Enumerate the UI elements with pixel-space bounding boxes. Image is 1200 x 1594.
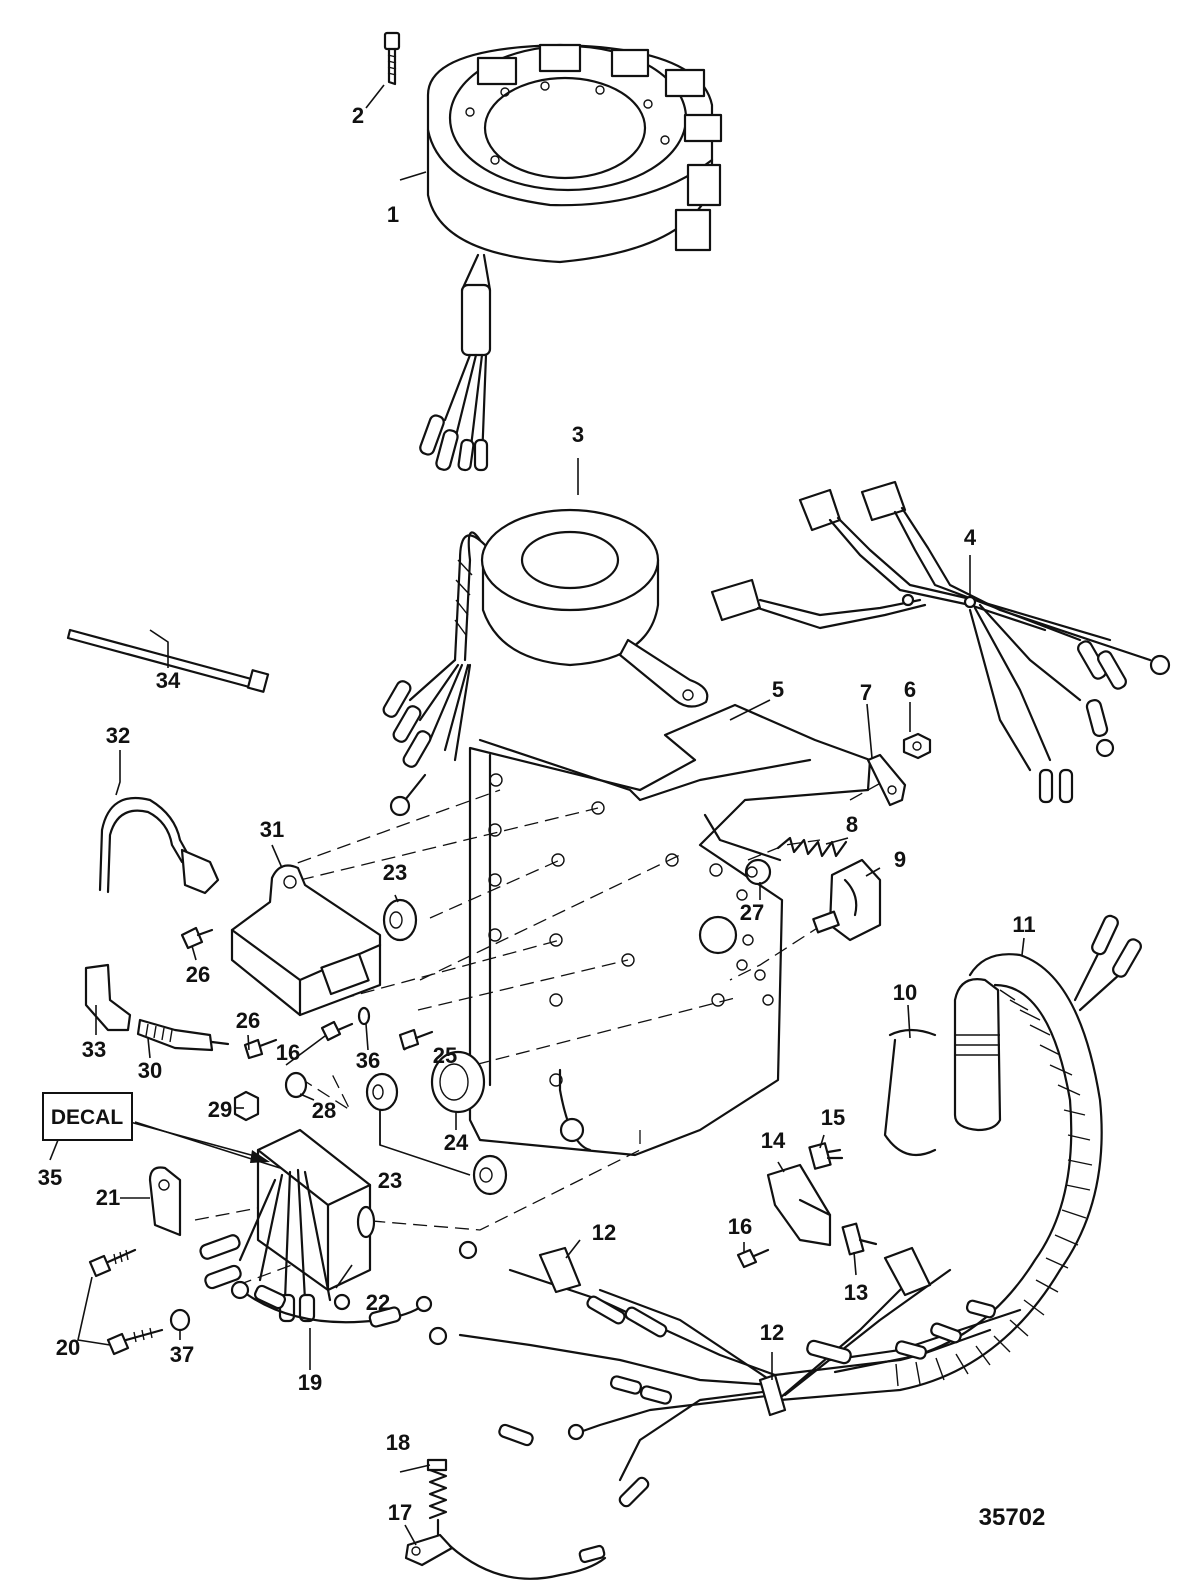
decal-box xyxy=(42,1092,133,1141)
decal-arrowhead xyxy=(250,1150,270,1163)
harness-part-4 xyxy=(710,480,1171,804)
callout-8: 8 xyxy=(846,812,858,837)
nut-part-29 xyxy=(233,1090,260,1122)
grommet-part-23a xyxy=(382,898,418,942)
plug-boot-part-33 xyxy=(84,963,132,1032)
plug-wire-part-32 xyxy=(98,796,220,895)
callout-31: 31 xyxy=(260,817,284,842)
switch-part-9 xyxy=(812,858,882,942)
screw-part-26a xyxy=(180,926,214,950)
leader-35 xyxy=(49,1139,59,1161)
callout-12-bottom: 12 xyxy=(760,1320,784,1345)
callout-10: 10 xyxy=(893,980,917,1005)
decal-arrow-line xyxy=(129,1121,263,1159)
callout-28: 28 xyxy=(312,1098,336,1123)
clip-part-7 xyxy=(866,753,907,807)
callout-1: 1 xyxy=(387,202,399,227)
callout-23-bottom: 23 xyxy=(378,1168,402,1193)
connector-part-12b xyxy=(758,1373,787,1417)
screw-part-20b xyxy=(106,1327,164,1356)
callout-32: 32 xyxy=(106,723,130,748)
callout-4: 4 xyxy=(964,525,977,550)
cdm-module-part-22 xyxy=(199,1128,376,1323)
callout-2: 2 xyxy=(352,103,364,128)
callout-numbers: 2 1 3 4 34 5 6 7 8 9 27 11 10 32 31 23 2… xyxy=(38,103,1036,1525)
callout-21: 21 xyxy=(96,1185,120,1210)
spring-part-8 xyxy=(776,836,848,858)
callout-30: 30 xyxy=(138,1058,162,1083)
callout-26-bottom: 26 xyxy=(236,1008,260,1033)
cable-tie-part-34 xyxy=(66,628,270,693)
callout-13: 13 xyxy=(844,1280,868,1305)
callout-22: 22 xyxy=(366,1290,390,1315)
fuse-holder-part-14 xyxy=(766,1163,832,1247)
washer-part-36 xyxy=(357,1006,371,1026)
callout-37: 37 xyxy=(170,1342,194,1367)
ground-lead-part-19 xyxy=(230,1280,433,1328)
callout-20: 20 xyxy=(56,1335,80,1360)
connector-part-12a xyxy=(538,1246,582,1294)
spring-part-18 xyxy=(426,1458,448,1537)
decal-label: DECAL xyxy=(51,1106,124,1129)
callout-29: 29 xyxy=(208,1097,232,1122)
callout-23-top: 23 xyxy=(383,860,407,885)
callout-7: 7 xyxy=(860,680,872,705)
callout-33: 33 xyxy=(82,1037,106,1062)
grommet-part-23c xyxy=(472,1154,508,1196)
callout-34: 34 xyxy=(156,668,181,693)
callout-12-top: 12 xyxy=(592,1220,616,1245)
screw-part-2 xyxy=(383,31,401,86)
callout-16-left: 16 xyxy=(276,1040,300,1065)
callout-15: 15 xyxy=(821,1105,845,1130)
callout-16-right: 16 xyxy=(728,1214,752,1239)
callout-5: 5 xyxy=(772,677,784,702)
main-harness-part-11 xyxy=(428,914,1142,1508)
retainer-part-10 xyxy=(883,1028,937,1157)
nut-part-6 xyxy=(902,732,932,760)
trigger-coil-part-3 xyxy=(382,508,709,817)
ignition-coil-part-31 xyxy=(230,864,382,1017)
screw-part-16b xyxy=(736,1248,770,1269)
callout-25: 25 xyxy=(433,1043,457,1068)
grommet-part-23b xyxy=(365,1072,399,1112)
assembly-lines xyxy=(194,774,896,1286)
grommet-part-24 xyxy=(430,1050,486,1114)
callout-35: 35 xyxy=(38,1165,62,1190)
screw-part-25 xyxy=(398,1028,434,1051)
callout-36: 36 xyxy=(356,1048,380,1073)
stator-part-1 xyxy=(419,43,723,472)
figure-number: 35702 xyxy=(979,1504,1046,1531)
callout-24: 24 xyxy=(444,1130,469,1155)
clip-part-21 xyxy=(148,1166,182,1237)
leader-lines xyxy=(52,84,1025,1546)
callout-6: 6 xyxy=(904,677,916,702)
bracket-plate-part-5 xyxy=(468,703,872,1157)
screw-part-16a xyxy=(320,1020,354,1042)
washer-part-37 xyxy=(169,1308,191,1332)
callout-14: 14 xyxy=(761,1128,786,1153)
fuse-part-15 xyxy=(808,1142,844,1170)
sensor-part-17 xyxy=(404,1533,607,1580)
callout-17: 17 xyxy=(388,1500,412,1525)
screw-part-20a xyxy=(88,1248,137,1278)
washer-part-28 xyxy=(284,1071,308,1099)
fuse-part-13 xyxy=(841,1222,878,1256)
callout-27: 27 xyxy=(740,900,764,925)
callout-9: 9 xyxy=(894,847,906,872)
spark-plug-part-30 xyxy=(136,1018,230,1052)
callout-18: 18 xyxy=(386,1430,410,1455)
callout-11: 11 xyxy=(1012,912,1035,937)
callout-3: 3 xyxy=(572,422,584,447)
callout-26-top: 26 xyxy=(186,962,210,987)
callout-19: 19 xyxy=(298,1370,322,1395)
grommet-part-27 xyxy=(744,858,772,886)
